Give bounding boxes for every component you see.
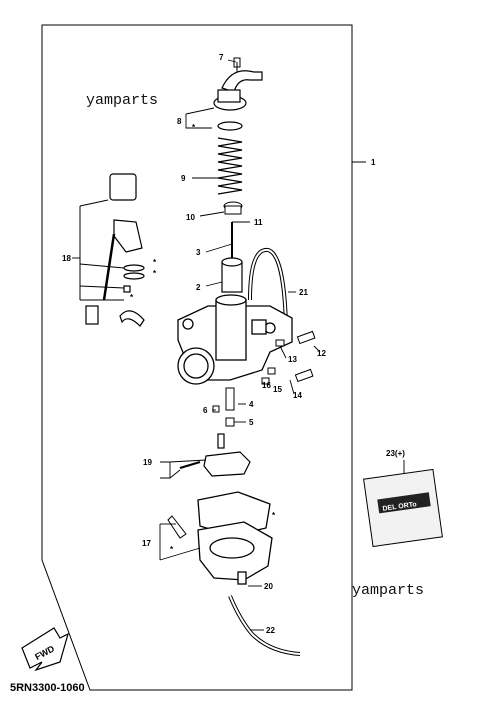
asterisk-gasket: * <box>272 511 276 520</box>
watermark-top: yamparts <box>86 92 159 109</box>
float-bowl-gasket <box>197 491 271 537</box>
callout-3: 3 <box>196 248 201 257</box>
drain-hose-part <box>228 595 301 656</box>
gasket-kit-bag <box>363 468 443 548</box>
retainer-part <box>223 201 243 215</box>
callout-2: 2 <box>196 283 201 292</box>
adjust-screws <box>261 330 316 385</box>
forward-arrow-icon <box>21 627 69 672</box>
main-jet-part <box>225 387 235 411</box>
callout-1: 1 <box>371 158 376 167</box>
throttle-valve-part <box>221 257 243 293</box>
callout-4: 4 <box>249 400 254 409</box>
callout-19: 19 <box>143 458 152 467</box>
asterisk-8: * <box>192 123 196 132</box>
callout-7: 7 <box>219 53 224 62</box>
callout-labels: 1 7 8 * 9 10 11 3 2 21 12 13 14 15 16 4 … <box>33 53 417 662</box>
asterisk-17: * <box>170 545 174 554</box>
callout-9: 9 <box>181 174 186 183</box>
bag-brand-text: DEL ORTo <box>382 501 417 513</box>
callout-16: 16 <box>262 381 271 390</box>
callout-18: 18 <box>62 254 71 263</box>
float-part <box>179 433 251 477</box>
callout-17: 17 <box>142 539 151 548</box>
screw-part <box>233 57 241 72</box>
asterisk-18b: * <box>153 269 157 278</box>
callout-5: 5 <box>249 418 254 427</box>
callout-11: 11 <box>254 218 263 227</box>
asterisk-18a: * <box>153 258 157 267</box>
callout-14: 14 <box>293 391 302 400</box>
callout-8: 8 <box>177 117 182 126</box>
float-bowl-part <box>197 521 273 585</box>
spring-part <box>217 137 243 195</box>
cable-bracket-part <box>213 70 263 131</box>
callout-18-bracket <box>79 199 125 301</box>
callout-15: 15 <box>273 385 282 394</box>
callout-22: 22 <box>266 626 275 635</box>
callout-13: 13 <box>288 355 297 364</box>
watermark-bottom: yamparts <box>352 582 425 599</box>
callout-10: 10 <box>186 213 195 222</box>
diagram-code: 5RN3300-1060 <box>10 682 85 694</box>
callout-12: 12 <box>317 349 326 358</box>
callout-6: 6 <box>203 406 208 415</box>
asterisk-18c: * <box>130 293 134 302</box>
assembly-outline <box>41 24 353 691</box>
pilot-screw-part <box>167 515 187 539</box>
starter-assembly-part <box>85 173 145 327</box>
leader-lines <box>72 59 405 631</box>
carburetor-body <box>177 294 293 385</box>
callout-20: 20 <box>264 582 273 591</box>
callout-23: 23(+) <box>386 449 405 458</box>
callout-21: 21 <box>299 288 308 297</box>
